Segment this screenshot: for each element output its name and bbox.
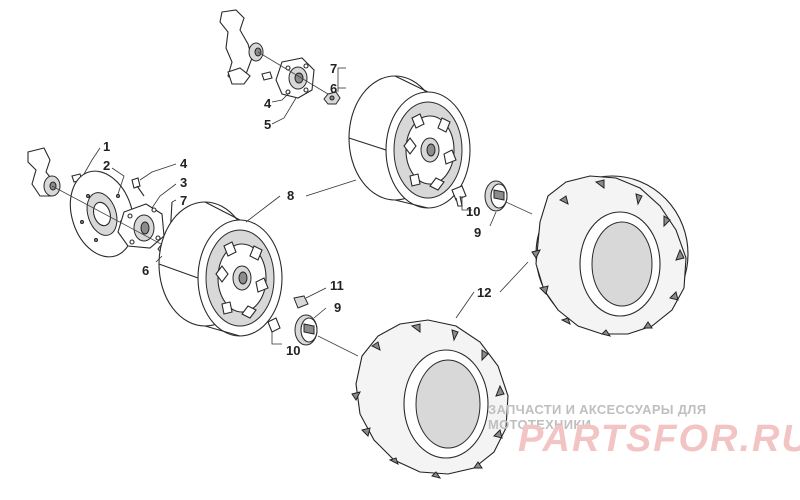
callout-9-upper: 9 [474,225,481,240]
upper-tire [531,175,689,337]
lower-rim [158,201,283,337]
callout-10-lower: 10 [286,343,300,358]
upper-valve-stem [451,185,467,207]
callout-4-upper: 4 [264,96,272,111]
callout-7-lower: 7 [180,193,187,208]
callout-6-upper: 6 [330,81,337,96]
lower-center-cap [294,314,318,346]
callout-12: 12 [477,285,491,300]
lower-bolt [131,177,145,197]
callout-6-lower: 6 [142,263,149,278]
lug-nut [293,295,309,309]
callout-8: 8 [287,188,294,203]
brake-disc [69,170,135,258]
callout-7-upper: 7 [330,61,337,76]
watermark-logo: PARTSFOR.RU [518,418,800,460]
upper-rim [348,75,471,209]
callout-9-lower: 9 [334,300,341,315]
lower-tire [351,319,509,479]
watermark-tagline: ЗАПЧАСТИ И АКСЕССУАРЫ ДЛЯ МОТОТЕХНИКИ [488,402,707,432]
upper-knuckle [219,9,264,85]
upper-nut [323,91,341,105]
callout-3: 3 [180,175,187,190]
callout-11: 11 [330,278,344,293]
leader-lines [83,67,529,345]
lower-valve-stem [267,317,281,333]
callout-4-lower: 4 [180,156,188,171]
callout-labels: 7 6 4 5 1 2 4 3 7 6 8 10 9 11 9 10 12 [103,61,491,358]
callout-10-upper: 10 [466,204,480,219]
upper-hub [261,57,315,99]
callout-5: 5 [264,117,271,132]
upper-center-cap [484,180,508,212]
callout-1: 1 [103,139,110,154]
callout-2: 2 [103,158,110,173]
